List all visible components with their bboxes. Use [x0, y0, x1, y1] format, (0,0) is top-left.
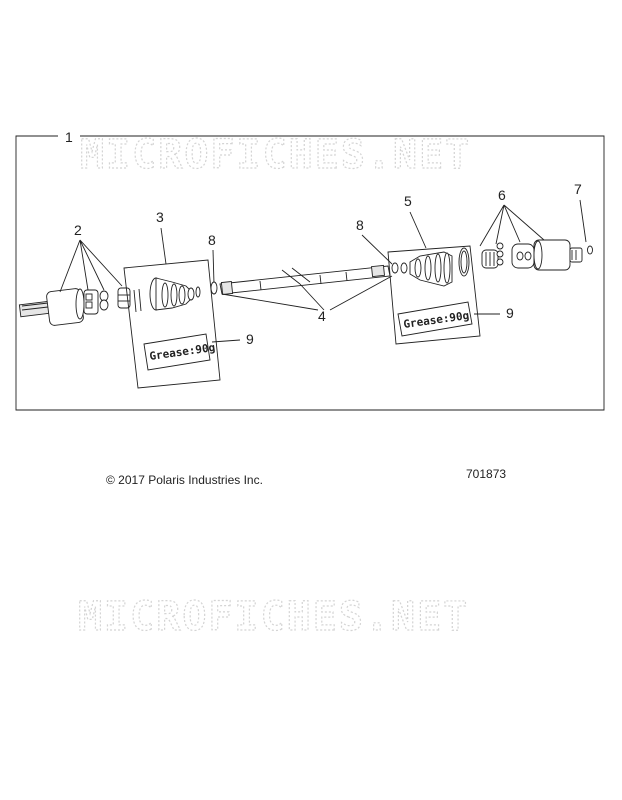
- inner-cv-joint: [481, 239, 583, 271]
- callout-2: 2: [74, 222, 82, 238]
- grease-packet-right: Grease:90g: [397, 301, 473, 337]
- boot-kit-box-right: [387, 245, 481, 345]
- callout-9-right: 9: [506, 305, 514, 321]
- callout-5: 5: [404, 193, 412, 209]
- leader-7: [579, 199, 587, 243]
- retaining-ring-right: [391, 262, 399, 274]
- diagram-number: 701873: [466, 467, 507, 481]
- retaining-ring-left: [210, 281, 218, 295]
- boot-right: [400, 247, 470, 287]
- leader-8-left: [212, 249, 215, 285]
- callout-8-left: 8: [208, 232, 216, 248]
- callout-1: 1: [65, 129, 73, 145]
- assembly-frame: [15, 135, 605, 411]
- watermark-top: MICROFICHES.NET: [80, 132, 471, 178]
- callout-7: 7: [574, 181, 582, 197]
- leader-5: [409, 211, 427, 249]
- outer-cv-joint: [18, 287, 131, 326]
- copyright-text: © 2017 Polaris Industries Inc.: [106, 473, 263, 487]
- callout-4: 4: [318, 308, 326, 324]
- boot-left: [133, 277, 201, 313]
- watermark-bottom: MICROFICHES.NET: [78, 594, 469, 640]
- boot-kit-box-left: [123, 259, 221, 389]
- grease-packet-left: Grease:90g: [143, 333, 216, 371]
- leader-3: [160, 227, 167, 265]
- axle-shaft: [219, 264, 391, 295]
- leader-9-left: [211, 339, 241, 343]
- leader-6: [479, 204, 545, 247]
- leader-2: [59, 239, 123, 293]
- callout-3: 3: [156, 209, 164, 225]
- callout-9-left: 9: [246, 331, 254, 347]
- circlip: [587, 245, 593, 255]
- leader-4: [221, 275, 393, 311]
- leader-8-right: [361, 234, 393, 265]
- callout-6: 6: [498, 187, 506, 203]
- callout-8-right: 8: [356, 217, 364, 233]
